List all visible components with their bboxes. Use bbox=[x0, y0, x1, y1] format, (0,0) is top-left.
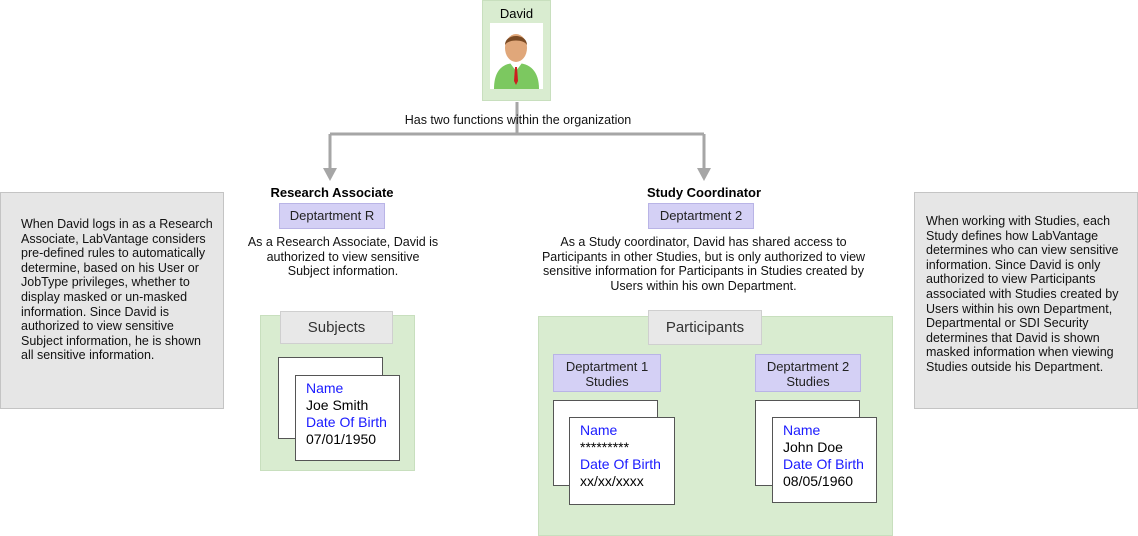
department-2-dob-label: Date Of Birth bbox=[783, 456, 864, 472]
department-1-record-card: Name ********* Date Of Birth xx/xx/xxxx bbox=[569, 417, 675, 505]
connector-label: Has two functions within the organizatio… bbox=[404, 113, 632, 127]
department-1-dob-label: Date Of Birth bbox=[580, 456, 661, 472]
left-note-text: When David logs in as a Research Associa… bbox=[21, 217, 213, 363]
subject-record-card: Name Joe Smith Date Of Birth 07/01/1950 bbox=[295, 375, 400, 461]
department-2-record-card: Name John Doe Date Of Birth 08/05/1960 bbox=[772, 417, 877, 503]
research-associate-department: Deptartment R bbox=[279, 203, 385, 229]
study-coordinator-title: Study Coordinator bbox=[646, 185, 762, 200]
department-2-dob-value: 08/05/1960 bbox=[783, 473, 854, 489]
subjects-panel-title: Subjects bbox=[280, 311, 393, 344]
department-2-name-label: Name bbox=[783, 422, 821, 438]
person-avatar-frame bbox=[490, 23, 543, 89]
subject-name-label: Name bbox=[306, 380, 344, 396]
person-avatar-icon bbox=[494, 34, 539, 89]
person-name: David bbox=[499, 6, 534, 21]
subject-dob-value: 07/01/1950 bbox=[306, 431, 377, 447]
right-note: When working with Studies, each Study de… bbox=[914, 192, 1138, 409]
subject-dob-label: Date Of Birth bbox=[306, 414, 387, 430]
department-1-studies-label: Deptartment 1 Studies bbox=[553, 354, 661, 392]
person-box: David bbox=[482, 0, 551, 101]
research-associate-description: As a Research Associate, David is author… bbox=[247, 235, 439, 279]
subject-name-value: Joe Smith bbox=[306, 397, 369, 413]
research-associate-title: Research Associate bbox=[270, 185, 394, 200]
department-2-name-value: John Doe bbox=[783, 439, 843, 455]
study-coordinator-description: As a Study coordinator, David has shared… bbox=[541, 235, 866, 293]
department-2-studies-label: Deptartment 2 Studies bbox=[755, 354, 861, 392]
department-1-name-value: ********* bbox=[580, 439, 630, 455]
left-note: When David logs in as a Research Associa… bbox=[0, 192, 224, 409]
department-1-name-label: Name bbox=[580, 422, 618, 438]
right-note-text: When working with Studies, each Study de… bbox=[926, 214, 1119, 374]
participants-panel-title: Participants bbox=[648, 310, 762, 345]
study-coordinator-department: Deptartment 2 bbox=[648, 203, 754, 229]
department-1-dob-value: xx/xx/xxxx bbox=[580, 473, 644, 489]
